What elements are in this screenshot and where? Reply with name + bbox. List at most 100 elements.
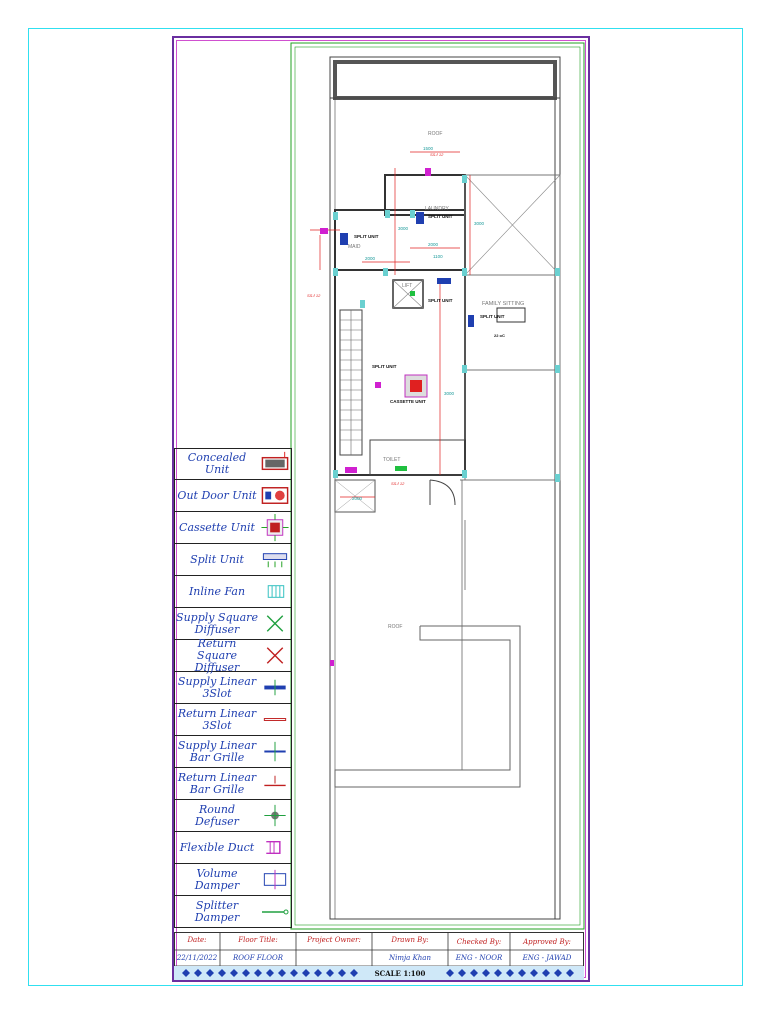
legend-row: Inline Fan	[174, 576, 292, 608]
drawn-by-header: Drawn By:	[391, 936, 429, 944]
supply-square-diffuser-icon	[266, 615, 284, 632]
temp-note: 22 oC	[494, 333, 505, 338]
edge-marker	[330, 660, 334, 666]
legend-row: Out Door Unit	[174, 480, 292, 512]
legend-label: Volume Damper	[194, 866, 240, 892]
approved-by-value: ENG - JAWAD	[522, 954, 572, 962]
note-1: SS.ℓ 12	[430, 152, 444, 157]
return-square-diffuser-icon	[266, 647, 284, 664]
legend-label: Supply Linear Bar Grille	[177, 738, 257, 764]
supply-linear-bar-grille-icon	[264, 741, 286, 762]
return-linear-bar-grille-icon	[264, 775, 286, 787]
unit-label-cassette: CASSETTE UNIT	[390, 399, 426, 404]
room-label-lift: LIFT	[402, 283, 412, 289]
unit-label-split-stair: SPLIT UNIT	[372, 364, 397, 369]
floor-title-header: Floor Title:	[238, 936, 278, 944]
note-3: SS.ℓ 12	[391, 481, 405, 486]
outdoor-unit-marker-2	[425, 168, 431, 176]
split-unit-maid-symbol	[340, 233, 348, 245]
legend-row: Cassette Unit	[174, 512, 292, 544]
supply-linear-3slot-icon	[264, 679, 286, 696]
legend-row: Volume Damper	[174, 864, 292, 896]
volume-damper-icon	[263, 869, 287, 890]
split-unit-laundry-symbol	[416, 212, 424, 224]
outdoor-unit-marker-4	[375, 382, 381, 388]
legend-row: Split Unit	[174, 544, 292, 576]
legend-row: Splitter Damper	[174, 896, 292, 928]
note-2: SS.ℓ 12	[307, 293, 321, 298]
legend-label: Return Square Diffuser	[194, 636, 240, 674]
legend-label: Out Door Unit	[177, 488, 257, 502]
date-header: Date:	[187, 936, 207, 944]
dim-8: 2000	[352, 496, 363, 501]
room-label-roof-top: ROOF	[428, 131, 442, 137]
supply-grille-marker-1	[395, 466, 407, 471]
inline-fan-icon	[267, 585, 285, 598]
legend-row: Flexible Duct	[174, 832, 292, 864]
dim-6: 1500	[423, 146, 434, 151]
checked-by-value: ENG - NOOR	[455, 954, 503, 962]
round-diffuser-icon	[264, 804, 286, 827]
outdoor-unit-marker-1	[320, 228, 328, 234]
title-block: Date: Floor Title: Project Owner: Drawn …	[174, 932, 584, 980]
dim-5: 3000	[398, 226, 409, 231]
drawn-by-value: Nimja Khan	[389, 954, 431, 962]
cassette-unit-core	[410, 380, 422, 392]
legend-row: Return Linear 3Slot	[174, 704, 292, 736]
concealed-unit-icon	[261, 451, 289, 471]
dim-2: 2000	[428, 242, 439, 247]
legend-row: Return Linear Bar Grille	[174, 768, 292, 800]
supply-grille-marker-2	[410, 291, 415, 296]
dim-4: 3000	[444, 391, 455, 396]
legend-label: Flexible Duct	[179, 840, 255, 854]
room-label-laundry: LAUNDRY	[425, 206, 449, 212]
legend-label: Splitter Damper	[194, 899, 240, 924]
outdoor-unit-marker-3	[345, 467, 357, 473]
legend-label: Inline Fan	[188, 584, 246, 598]
approved-by-header: Approved By:	[523, 938, 571, 946]
scale-label: SCALE 1:100	[360, 969, 440, 978]
dim-7: 1100	[433, 254, 443, 259]
legend-label: Concealed Unit	[187, 450, 247, 476]
floor-title-value: ROOF FLOOR	[232, 954, 284, 962]
room-label-roof-bottom: ROOF	[388, 624, 402, 630]
legend-label: Supply Linear 3Slot	[177, 674, 257, 700]
legend-row: Return Square Diffuser	[174, 636, 292, 674]
dim-1: 2000	[365, 256, 376, 261]
family-split-symbol	[496, 307, 526, 323]
legend-panel: Concealed Unit Out Door Unit Cassette Un…	[174, 448, 292, 928]
outdoor-unit-icon	[261, 487, 289, 504]
legend-label: Supply Square Diffuser	[176, 610, 258, 636]
unit-label-split-laundry: SPLIT UNIT	[428, 214, 453, 219]
room-label-family-sitting: FAMILY SITTING	[482, 301, 524, 307]
checked-by-header: Checked By:	[456, 938, 502, 946]
legend-row: Round Defuser	[174, 800, 292, 832]
unit-label-split-family: SPLIT UNIT	[480, 314, 505, 319]
project-owner-header: Project Owner:	[307, 936, 361, 944]
legend-label: Return Linear Bar Grille	[177, 770, 257, 796]
return-linear-3slot-icon	[263, 718, 287, 721]
legend-row: Supply Linear Bar Grille	[174, 736, 292, 768]
unit-label-split-maid: SPLIT UNIT	[354, 234, 379, 239]
split-unit-family-symbol	[468, 315, 474, 327]
drawing-border	[28, 28, 743, 986]
unit-label-split-lobby: SPLIT UNIT	[428, 298, 453, 303]
dim-3: 3000	[474, 221, 485, 226]
legend-row: Supply Square Diffuser	[174, 608, 292, 640]
flexible-duct-icon	[266, 840, 281, 855]
legend-label: Round Defuser	[195, 802, 239, 828]
legend-label: Cassette Unit	[179, 520, 255, 534]
legend-row: Supply Linear 3Slot	[174, 672, 292, 704]
legend-label: Return Linear 3Slot	[177, 706, 257, 732]
legend-label: Split Unit	[190, 552, 244, 566]
legend-frame	[174, 448, 292, 928]
split-unit-icon	[262, 553, 288, 568]
date-value: 22/11/2022	[176, 954, 218, 962]
legend-row: Concealed Unit	[174, 448, 292, 480]
sheet-frame	[172, 36, 590, 982]
room-label-toilet: TOILET	[383, 457, 400, 463]
cassette-unit-icon	[261, 513, 289, 542]
splitter-damper-icon	[262, 909, 289, 915]
room-label-maid: MAID	[348, 244, 361, 250]
